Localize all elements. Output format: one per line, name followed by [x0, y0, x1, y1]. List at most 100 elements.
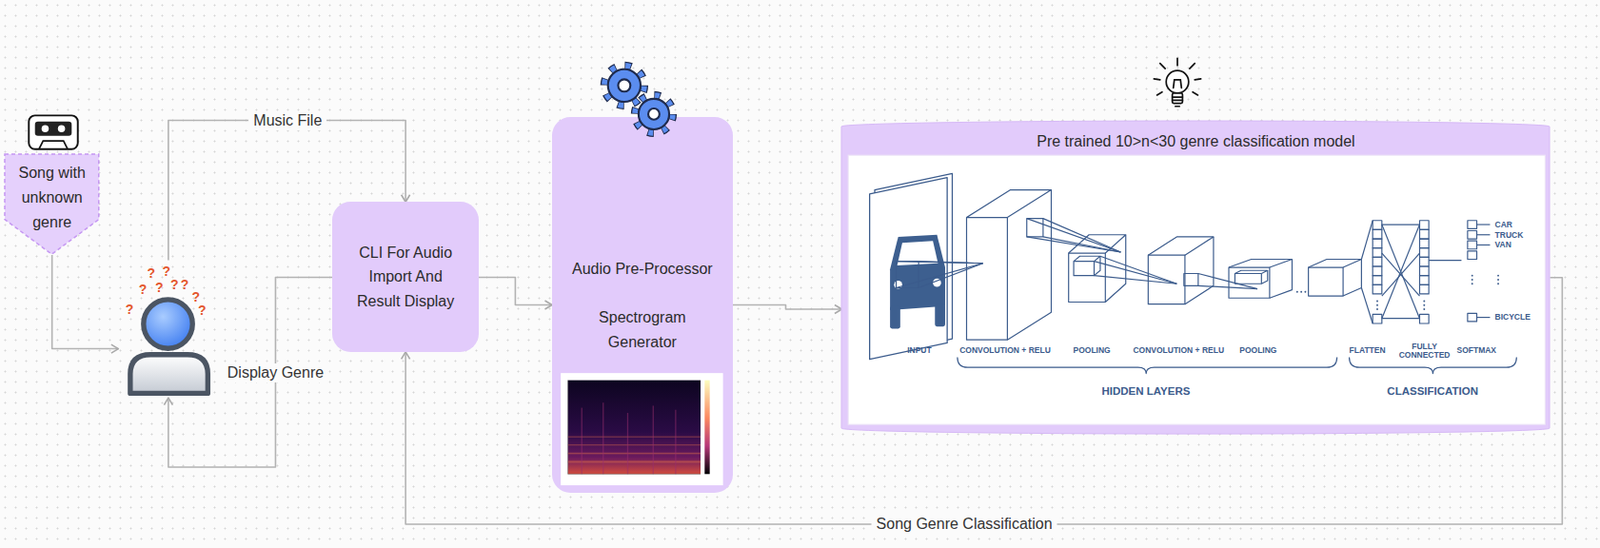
lightbulb-icon — [1176, 58, 1179, 66]
layer-label: BICYCLE — [1495, 313, 1531, 322]
lightbulb-icon — [1194, 79, 1201, 80]
person-body — [130, 355, 208, 395]
gears-icon — [638, 98, 670, 130]
cnn-illustration — [896, 240, 938, 266]
cnn-illustration — [1419, 266, 1429, 277]
cnn-illustration — [1470, 278, 1473, 281]
edge-label: Song Genre Classification — [871, 514, 1058, 534]
question-mark: ? — [138, 282, 148, 297]
start-pentagon: Song with unknown genre — [3, 153, 100, 256]
spectrogram-image — [561, 373, 724, 486]
cnn-illustration — [918, 260, 984, 263]
node-title: Audio Pre-Processor — [572, 256, 713, 282]
cassette-icon — [40, 124, 49, 133]
cnn-illustration — [895, 260, 983, 263]
spectrogram-image — [568, 444, 701, 446]
cnn-illustration — [1234, 270, 1267, 274]
cnn-illustration — [1100, 256, 1177, 284]
cnn-illustration — [1093, 256, 1100, 276]
cnn-illustration — [1382, 224, 1421, 319]
gears-icon — [608, 69, 641, 102]
lightbulb-icon — [1157, 91, 1163, 95]
cnn-illustration — [895, 260, 919, 288]
cnn-illustration — [1497, 282, 1500, 285]
cnn-illustration — [1476, 234, 1490, 236]
cnn-illustration — [1234, 273, 1262, 284]
cnn-illustration — [848, 155, 1545, 425]
cnn-illustration — [1093, 275, 1177, 284]
question-mark: ? — [161, 264, 171, 278]
cnn-illustration — [1419, 314, 1429, 324]
gears-icon — [634, 95, 673, 134]
cnn-illustration — [1422, 304, 1425, 307]
edge-label: Music File — [248, 111, 327, 131]
cnn-illustration — [1343, 258, 1362, 297]
cnn-illustration — [1348, 356, 1517, 374]
lightbulb-icon — [1189, 62, 1195, 68]
cnn-illustration — [1467, 230, 1478, 239]
cnn-illustration — [1467, 220, 1478, 230]
question-mark: ? — [146, 266, 156, 280]
spectrogram-image — [581, 402, 677, 475]
cnn-illustration — [1184, 273, 1199, 286]
cnn-illustration — [1372, 229, 1383, 239]
cnn-illustration — [1422, 308, 1425, 311]
cnn-illustration — [1307, 258, 1362, 268]
cnn-illustration — [895, 189, 1517, 374]
cnn-illustration — [1497, 278, 1500, 281]
lightbulb-icon — [1165, 70, 1189, 94]
person-icon — [118, 259, 220, 398]
cnn-illustration — [1228, 267, 1270, 298]
cnn-illustration — [1198, 285, 1258, 289]
spectrogram-image — [568, 380, 570, 475]
question-mark: ? — [155, 280, 164, 295]
node-content: Audio Pre-ProcessorSpectrogram Generator — [552, 117, 733, 494]
cnn-illustration — [1067, 253, 1106, 302]
cnn-illustration — [1476, 316, 1490, 318]
node-content: CLI For Audio Import And Result Display — [332, 201, 478, 353]
cnn-illustration — [1027, 237, 1122, 253]
cnn-illustration — [932, 278, 942, 288]
cnn-illustration — [1422, 299, 1425, 302]
cnn-illustration — [874, 173, 952, 356]
cnn-illustration — [1376, 299, 1379, 302]
cnn-illustration — [918, 263, 984, 289]
cylinder-shape — [841, 120, 1550, 435]
cnn-illustration — [893, 280, 903, 290]
cnn-illustration — [1269, 258, 1293, 298]
spectrogram-image — [603, 402, 605, 475]
cnn-illustration — [1419, 220, 1429, 231]
cnn-illustration — [1372, 256, 1383, 267]
cnn-illustration — [1419, 238, 1429, 249]
layer-label: POOLING — [1239, 345, 1277, 355]
question-mark: ? — [192, 290, 201, 304]
cnn-illustration — [889, 235, 946, 311]
cnn-illustration — [1467, 251, 1478, 260]
lightbulb-icon — [1175, 105, 1180, 108]
cnn-illustration — [1361, 287, 1373, 324]
cnn-illustration — [1043, 217, 1121, 252]
node-subtitle: Spectrogram Generator — [566, 305, 719, 355]
spectrogram-image — [568, 453, 701, 455]
lightbulb-icon — [1148, 53, 1206, 115]
cassette-icon — [28, 115, 78, 149]
person-head — [143, 299, 193, 349]
cnn-illustration — [1467, 313, 1478, 322]
spectrogram-image — [568, 474, 701, 475]
pentagon-shape — [4, 154, 99, 255]
spectrogram-image — [568, 461, 701, 464]
cnn-illustration — [1467, 240, 1478, 250]
cnn-illustration — [1228, 258, 1292, 268]
cnn-illustration — [1382, 223, 1421, 225]
cnn-illustration — [1303, 291, 1306, 294]
cnn-illustration — [1073, 260, 1094, 276]
cnn-illustration — [1185, 237, 1214, 305]
process-box: Audio Pre-ProcessorSpectrogram Generator — [552, 117, 733, 494]
cnn-illustration — [1382, 253, 1421, 297]
spectrogram-image — [675, 410, 677, 475]
lightbulb-icon — [1172, 98, 1184, 101]
layer-label: CONVOLUTION + RELU — [959, 345, 1051, 355]
cassette-icon — [39, 140, 68, 150]
spectrogram-image — [627, 413, 629, 475]
gears-icon — [648, 108, 660, 120]
